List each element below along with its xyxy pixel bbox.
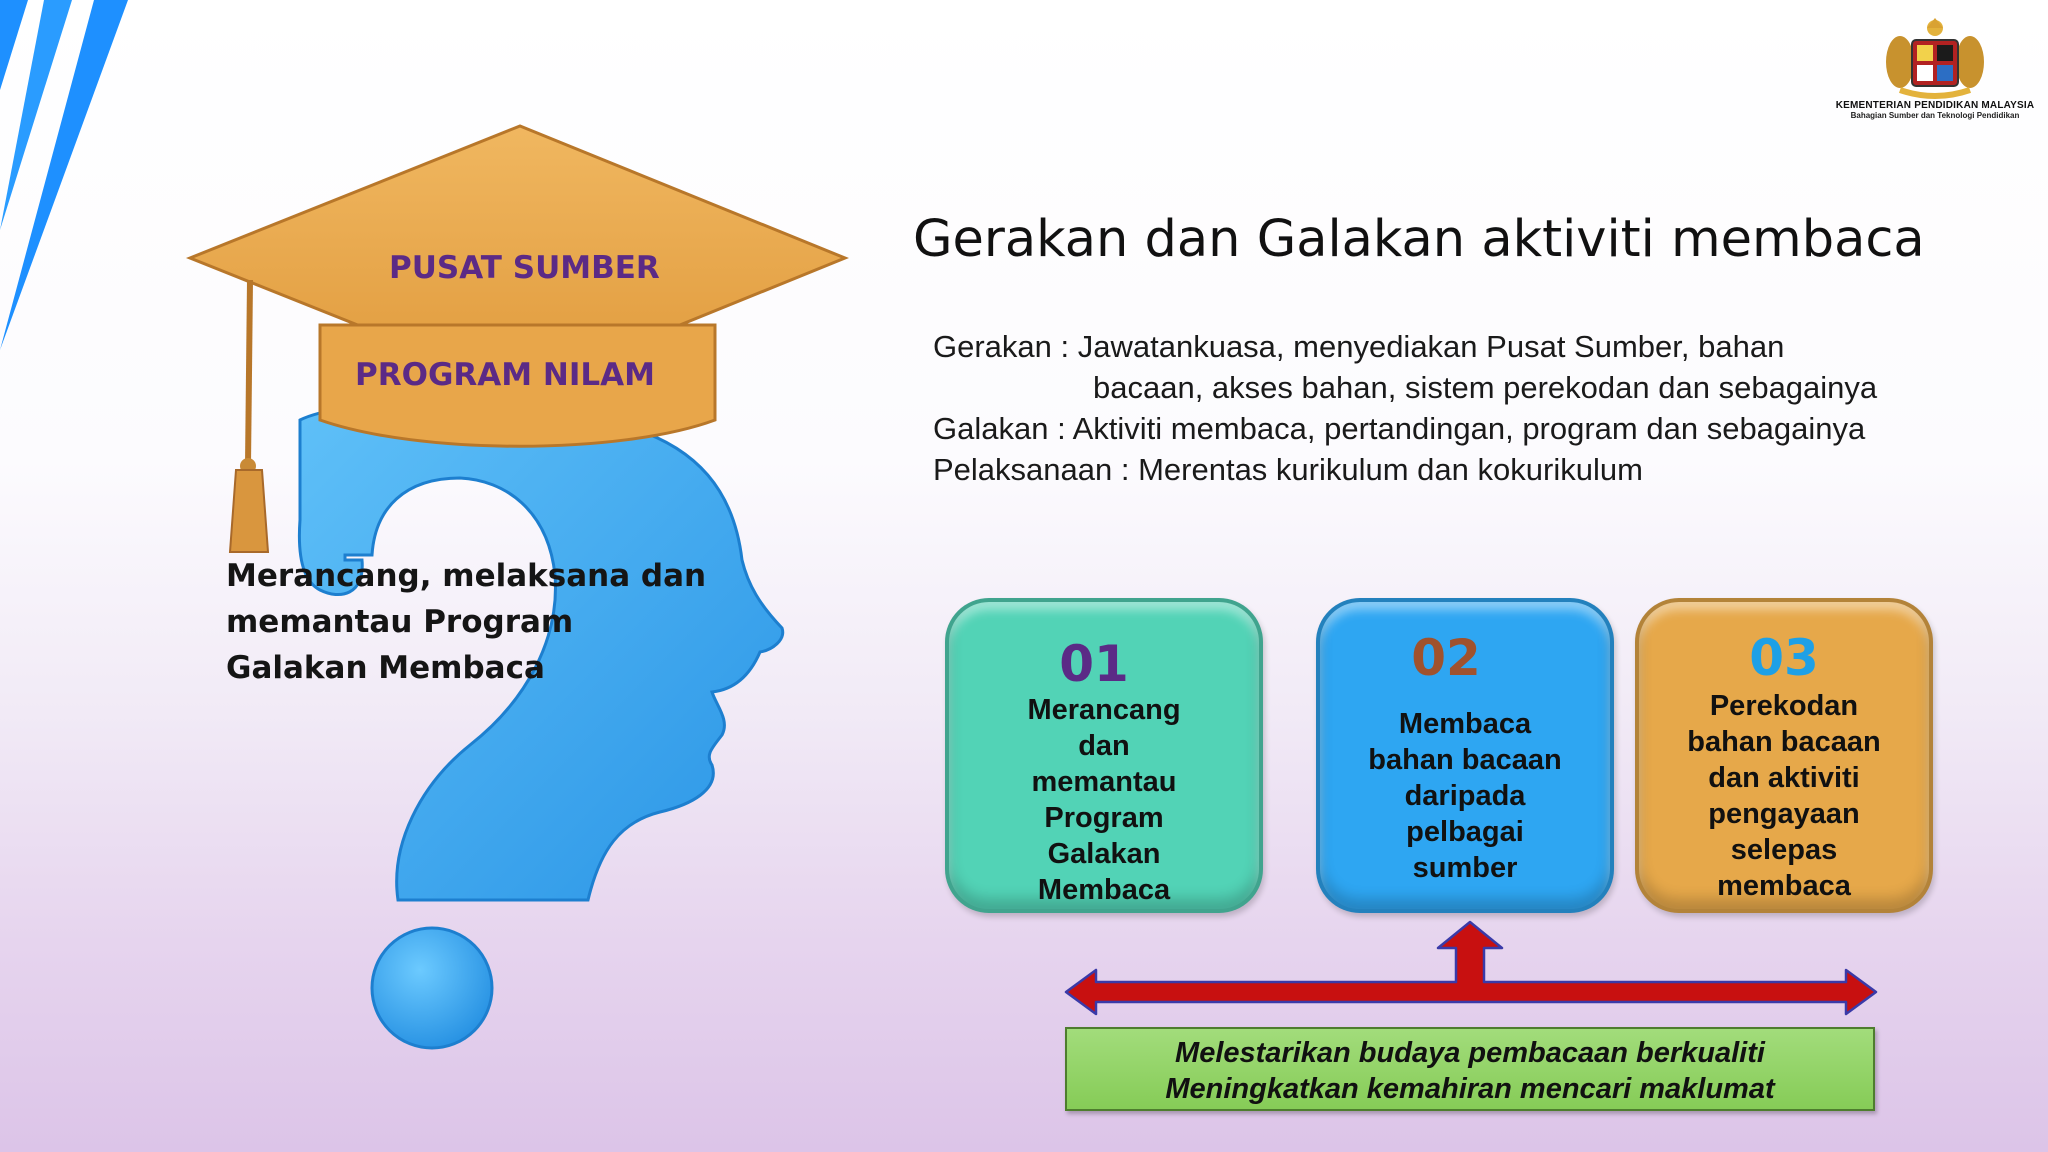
step-text: Perekodan bahan bacaan dan aktiviti peng…	[1639, 688, 1929, 904]
cap-label-pusat-sumber: PUSAT SUMBER	[389, 250, 660, 286]
cap-tassel	[228, 469, 270, 553]
step-box-02: 02 Membaca bahan bacaan daripada pelbaga…	[1316, 598, 1614, 913]
question-mark-dot	[370, 926, 494, 1050]
step-number: 02	[1411, 629, 1481, 687]
description-line: Gerakan : Jawatankuasa, menyediakan Pusa…	[933, 329, 1785, 364]
step-text-line: bahan bacaan	[1687, 726, 1881, 758]
coat-of-arms-icon	[1886, 18, 1984, 99]
step-box-01: 01 Merancang dan memantau Program Galaka…	[945, 598, 1263, 913]
head-silhouette	[297, 401, 785, 902]
cap-tassel-cord	[245, 279, 253, 466]
step-text-line: Merancang	[1027, 694, 1181, 726]
step-text-line: Program	[1044, 802, 1164, 834]
head-caption: Merancang, melaksana dan memantau Progra…	[226, 553, 706, 691]
summary-banner: Melestarikan budaya pembacaan berkualiti…	[1065, 1027, 1875, 1111]
step-text-line: pelbagai	[1406, 816, 1524, 848]
step-text-line: memantau	[1031, 766, 1177, 798]
step-text-line: Galakan	[1047, 838, 1161, 870]
step-text-line: dan	[1078, 730, 1130, 762]
step-text-line: pengayaan	[1708, 798, 1860, 830]
slide-title: Gerakan dan Galakan aktiviti membaca	[913, 210, 1925, 269]
cap-base	[318, 323, 717, 448]
division-name: Bahagian Sumber dan Teknologi Pendidikan	[1850, 111, 2020, 120]
description-line: Pelaksanaan : Merentas kurikulum dan kok…	[933, 452, 1643, 487]
head-caption-line: memantau Program	[226, 604, 574, 640]
banner-line: Melestarikan budaya pembacaan berkualiti	[1175, 1037, 1765, 1069]
cap-label-program-nilam: PROGRAM NILAM	[355, 357, 655, 393]
step-text-line: sumber	[1412, 852, 1518, 884]
description-line: Galakan : Aktiviti membaca, pertandingan…	[933, 411, 1866, 446]
step-text-line: Membaca	[1398, 708, 1532, 740]
ministry-name: KEMENTERIAN PENDIDIKAN MALAYSIA	[1835, 100, 2035, 111]
step-text: Merancang dan memantau Program Galakan M…	[949, 692, 1259, 908]
step-box-03: 03 Perekodan bahan bacaan dan aktiviti p…	[1635, 598, 1933, 913]
corner-stripes-decoration	[0, 0, 128, 350]
step-text-line: daripada	[1404, 780, 1526, 812]
step-text-line: selepas	[1730, 834, 1838, 866]
step-text-line: bahan bacaan	[1368, 744, 1562, 776]
step-number: 03	[1749, 629, 1819, 687]
ministry-logo: KEMENTERIAN PENDIDIKAN MALAYSIA Bahagian…	[1830, 10, 2040, 120]
step-text-line: Membaca	[1037, 874, 1171, 906]
step-text-line: dan aktiviti	[1708, 762, 1860, 794]
step-text: Membaca bahan bacaan daripada pelbagai s…	[1320, 706, 1610, 886]
head-caption-line: Merancang, melaksana dan	[226, 558, 707, 594]
step-number: 01	[1059, 635, 1129, 693]
banner-line: Meningkatkan kemahiran mencari maklumat	[1165, 1073, 1775, 1105]
description-text: Gerakan : Jawatankuasa, menyediakan Pusa…	[933, 326, 1877, 490]
thinking-head-illustration	[185, 124, 849, 1050]
head-caption-line: Galakan Membaca	[226, 650, 545, 686]
step-text-line: Perekodan	[1709, 690, 1859, 722]
step-text-line: membaca	[1717, 870, 1851, 902]
description-line: bacaan, akses bahan, sistem perekodan da…	[1093, 370, 1878, 405]
